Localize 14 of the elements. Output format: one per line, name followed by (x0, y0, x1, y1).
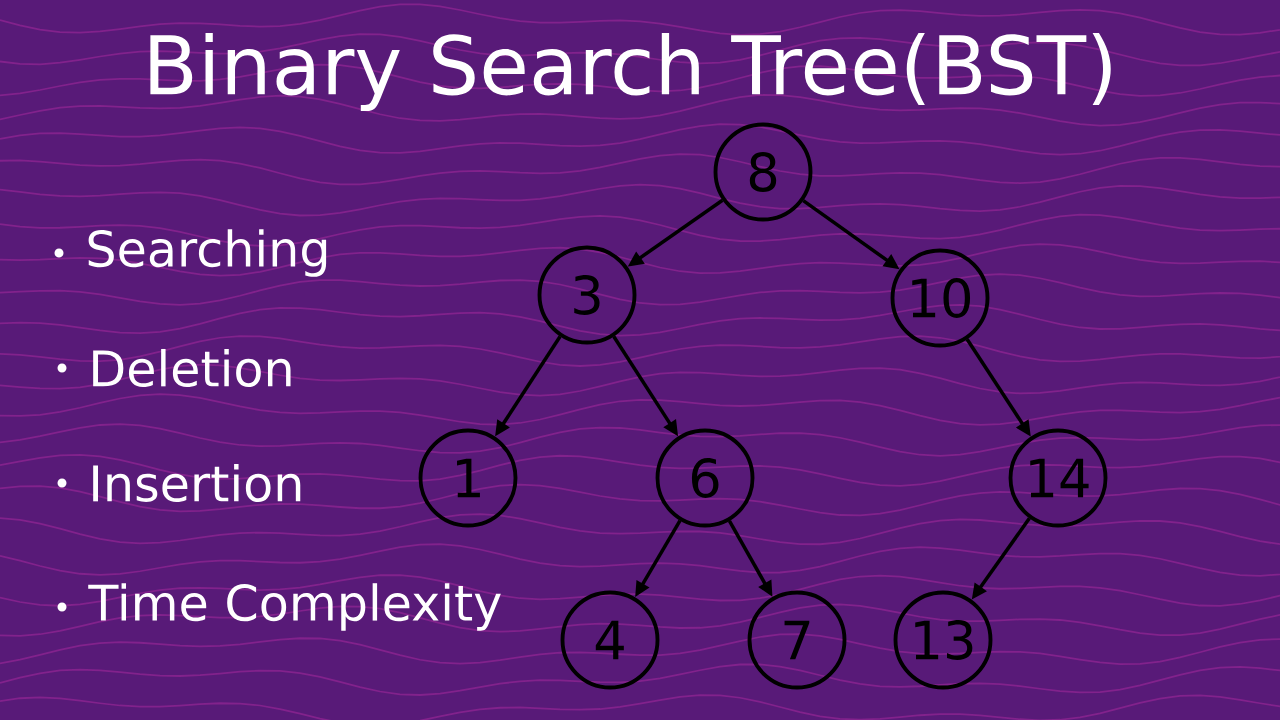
tree-node: 4 (560, 590, 660, 690)
tree-node: 13 (893, 590, 993, 690)
tree-node: 3 (537, 245, 637, 345)
tree-node: 1 (418, 428, 518, 528)
bullet-item: Insertion (93, 463, 301, 503)
tree-node: 10 (890, 248, 990, 348)
bullet-item: Time Complexity (88, 583, 501, 631)
title: Binary Search Tree(BST) (150, 32, 1111, 112)
tree-node: 7 (747, 590, 847, 690)
tree-node: 14 (1008, 428, 1108, 528)
tree-node: 6 (655, 428, 755, 528)
tree-node: 8 (713, 122, 813, 222)
bullet-item: Searching (88, 229, 327, 277)
bullet-item: Deletion (93, 348, 291, 388)
